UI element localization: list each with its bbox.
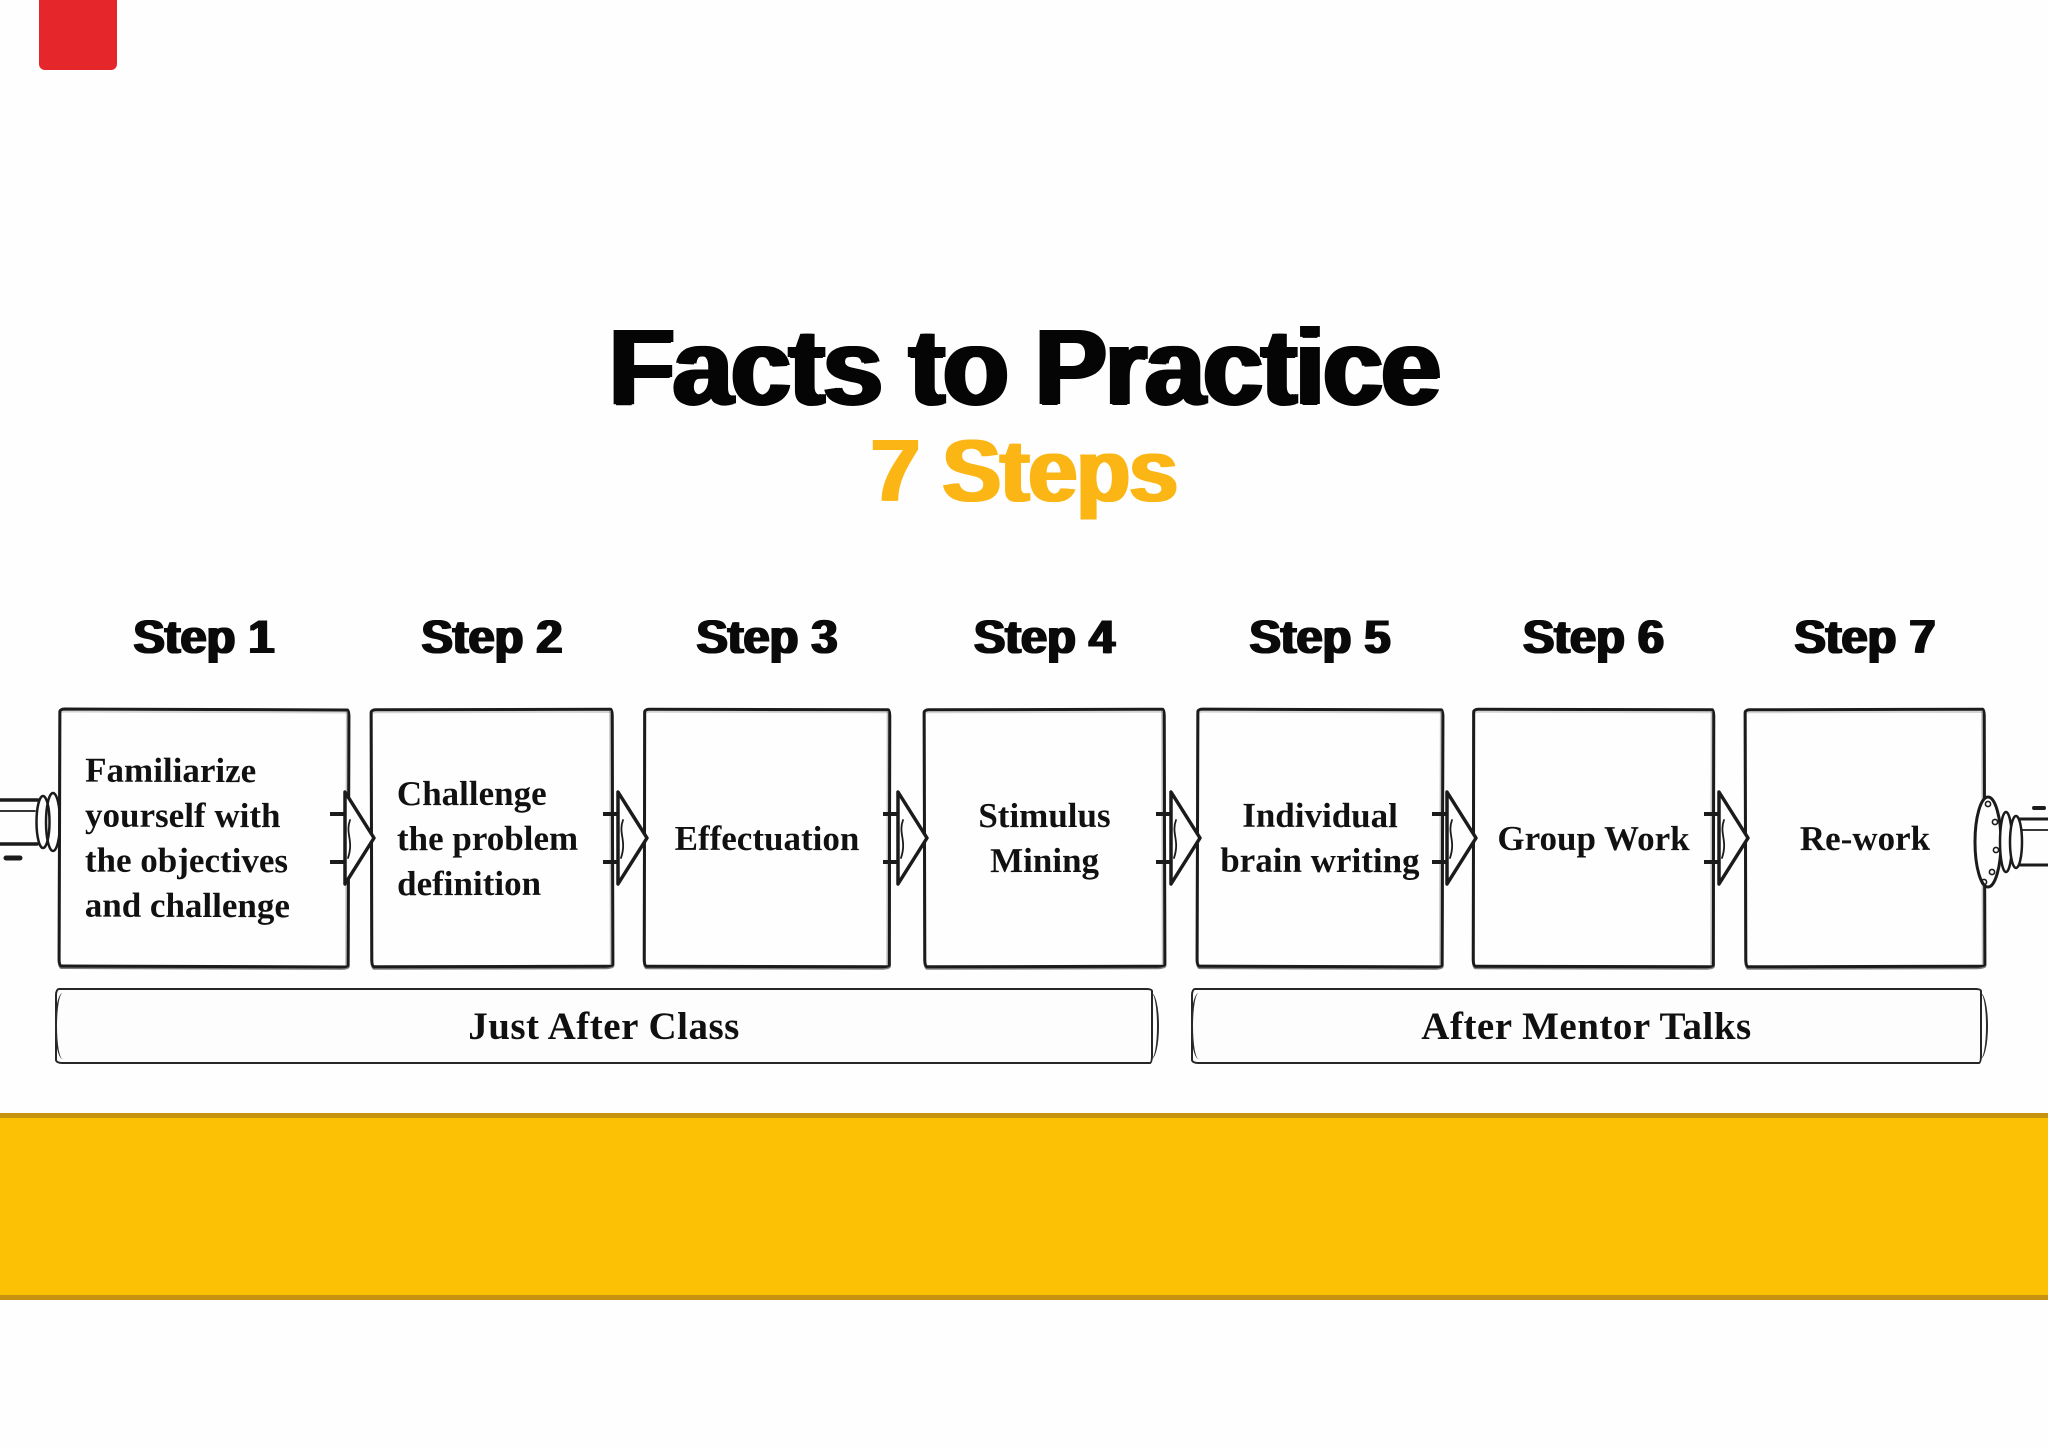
step-1-box: Familiarize yourself with the objectives… [57,707,351,969]
phase-label: Just After Class [468,1004,740,1048]
step-1-text: Familiarize yourself with the objectives… [84,750,291,926]
arrow-right-icon [1432,790,1478,886]
pipe-inlet-icon [0,791,62,861]
step-6-text: Group Work [1497,818,1690,858]
step-4-label: Step 4 [973,610,1116,663]
step-5-text: Individual brain writing [1220,795,1420,881]
step-6-box: Group Work [1471,707,1716,969]
step-2-text: Challenge the problem definition [396,773,579,903]
pipe-flange-icon [1973,795,2048,889]
phase-label: After Mentor Talks [1421,1004,1752,1048]
arrow-right-icon [603,790,649,886]
step-7-label: Step 7 [1794,610,1936,663]
step-5-label: Step 5 [1249,610,1391,663]
bottom-band [0,1113,2048,1300]
step-7-text: Re-work [1799,818,1931,858]
step-7-box: Re-work [1743,707,1987,969]
slide-title: Facts to Practice [608,306,1441,427]
step-4-text: Stimulus Mining [978,795,1111,881]
slide-subtitle: 7 Steps [870,421,1178,520]
arrow-right-icon [883,790,929,886]
step-1-label: Step 1 [133,610,275,663]
red-corner-marker [39,0,117,70]
step-6-label: Step 6 [1522,610,1665,663]
step-4-box: Stimulus Mining [922,707,1167,969]
step-2-label: Step 2 [421,610,563,663]
step-3-label: Step 3 [696,610,838,663]
step-3-box: Effectuation [642,707,892,969]
step-5-box: Individual brain writing [1195,707,1445,969]
step-3-text: Effectuation [674,818,860,858]
arrow-right-icon [330,790,376,886]
phase-bar-just-after-class: Just After Class [55,988,1153,1064]
arrow-right-icon [1704,790,1750,886]
phase-bar-after-mentor-talks: After Mentor Talks [1191,988,1982,1064]
arrow-right-icon [1156,790,1202,886]
step-2-box: Challenge the problem definition [369,707,615,969]
